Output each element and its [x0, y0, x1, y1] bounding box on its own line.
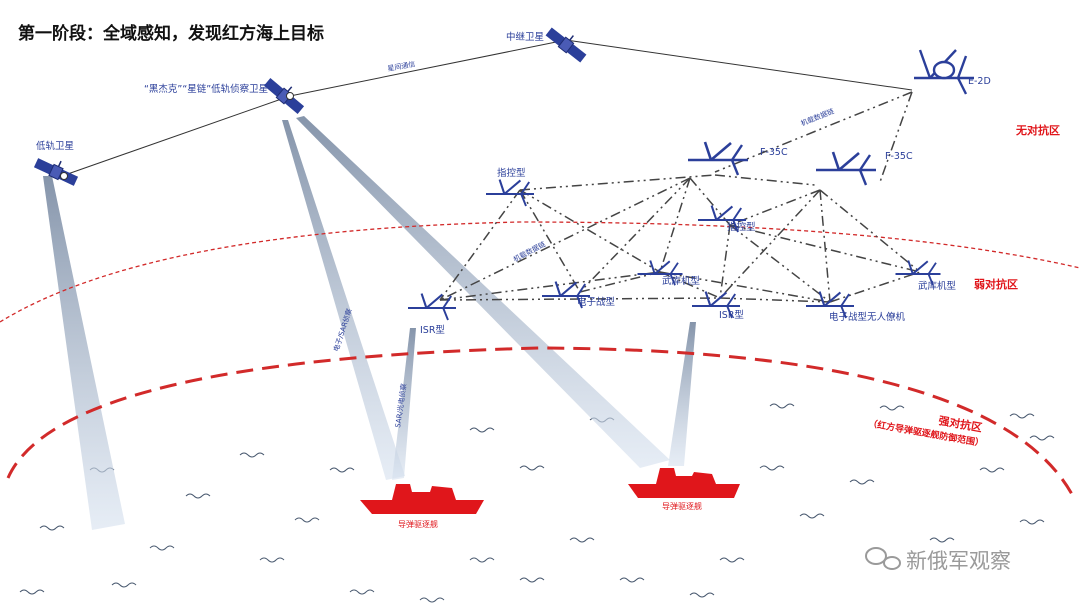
- e2d-label: E-2D: [968, 76, 991, 87]
- arsenal-aircraft-label-1: 武库机型: [662, 275, 701, 287]
- e2d-aircraft-icon: [914, 49, 974, 95]
- leo-satellite-label: 低轨卫星: [36, 140, 74, 152]
- f35c-label-2: F-35C: [885, 151, 913, 162]
- isr-aircraft-label-1: ISR型: [420, 325, 445, 336]
- wave-mark: [185, 493, 211, 499]
- leo-satellite-node: [60, 172, 68, 180]
- wave-mark: [619, 577, 645, 583]
- wave-mark: [1019, 519, 1045, 525]
- wave-mark: [329, 467, 355, 473]
- wave-mark: [1009, 413, 1035, 419]
- recon-satellite-label: “黑杰克”“星链”低轨侦察卫星: [144, 83, 268, 95]
- strong-contest-zone-boundary: [6, 346, 1077, 501]
- destroyer-ship-icon-2: [628, 468, 740, 498]
- wave-mark: [929, 537, 955, 543]
- wave-mark: [979, 467, 1005, 473]
- wave-mark: [19, 589, 45, 595]
- wave-mark: [569, 537, 595, 543]
- wave-mark: [519, 465, 545, 471]
- isr-aircraft-icon-1: [406, 292, 458, 322]
- destroyer-label-2: 导弹驱逐舰: [662, 501, 702, 511]
- isr-aircraft-label-2: ISR型: [719, 310, 744, 321]
- wave-mark: [419, 597, 445, 603]
- page-title: 第一阶段：全域感知，发现红方海上目标: [18, 24, 324, 44]
- satellite-comm-lines: [61, 39, 913, 177]
- wave-mark: [259, 557, 285, 563]
- beam-recon-satellite-wide: [296, 116, 670, 468]
- wave-mark: [689, 592, 715, 598]
- watermark-text: 新俄军观察: [906, 549, 1011, 573]
- command-aircraft-label-1: 指控型: [497, 167, 526, 179]
- relay-satellite-label: 中继卫星: [506, 31, 544, 43]
- wave-mark: [469, 557, 495, 563]
- no-contest-zone-label: 无对抗区: [1015, 123, 1060, 137]
- wave-mark: [149, 545, 175, 551]
- wave-mark: [849, 479, 875, 485]
- wave-mark: [111, 582, 137, 588]
- wave-mark: [759, 465, 785, 471]
- wave-mark: [1029, 435, 1055, 441]
- beam-isr-2: [668, 322, 696, 466]
- destroyer-label-1: 导弹驱逐舰: [398, 519, 438, 529]
- wave-mark: [469, 427, 495, 433]
- arsenal-aircraft-label-2: 武库机型: [918, 280, 957, 292]
- beam-leo-satellite: [43, 176, 125, 530]
- leo-satellite-icon: [32, 151, 82, 188]
- watermark-logo-icon: [865, 547, 901, 570]
- weak-contest-zone-boundary: [0, 221, 1080, 323]
- wave-mark: [239, 452, 265, 458]
- command-aircraft-label-2: 指控型: [727, 221, 756, 233]
- datalink-network: [439, 91, 921, 303]
- wave-mark: [879, 405, 905, 411]
- destroyer-ship-icon-1: [360, 484, 484, 514]
- recon-satellite-node: [286, 92, 294, 100]
- f35c-label-1: F-35C: [760, 147, 788, 158]
- ew-uav-aircraft-label: 电子战型无人僚机: [829, 311, 906, 323]
- wave-mark: [294, 517, 320, 523]
- sensor-beams: [43, 116, 696, 530]
- weak-contest-zone-label: 弱对抗区: [974, 277, 1018, 291]
- wave-mark: [519, 577, 545, 583]
- f35c-aircraft-icon-2: [814, 150, 878, 187]
- beam-recon-satellite-sar: [282, 120, 405, 480]
- command-aircraft-icon-1: [484, 178, 536, 208]
- wave-mark: [799, 513, 825, 519]
- wave-mark: [719, 557, 745, 563]
- airborne-datalink-label-mid: 机载数据链: [512, 239, 547, 263]
- airborne-datalink-label-top: 机载数据链: [799, 106, 835, 127]
- wave-mark: [769, 403, 795, 409]
- beam-isr-1: [392, 328, 416, 480]
- ew-aircraft-label: 电子战型: [577, 296, 616, 308]
- wave-mark: [349, 589, 375, 595]
- wave-mark: [39, 525, 65, 531]
